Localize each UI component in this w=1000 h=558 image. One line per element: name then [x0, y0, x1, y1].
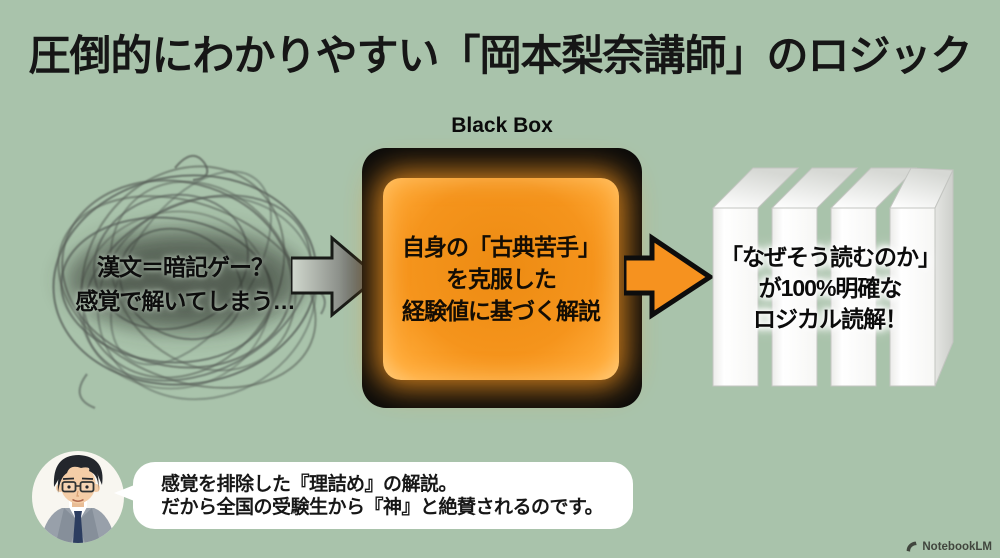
books-stack-icon: [711, 167, 954, 387]
arrow-right-orange-icon: [624, 233, 715, 320]
black-box-line-2: を克服した: [446, 266, 557, 292]
problem-text: 漢文＝暗記ゲー？ 感覚で解いてしまう…: [35, 250, 335, 318]
speech-line-1: 感覚を排除した『理詰め』の解説。: [161, 474, 458, 495]
scribble-doodle-icon: [52, 154, 326, 410]
problem-line-1: 漢文＝暗記ゲー？: [97, 254, 274, 280]
watermark: NotebookLM: [905, 540, 992, 553]
speech-bubble: 感覚を排除した『理詰め』の解説。 だから全国の受験生から『神』と絶賛されるのです…: [133, 462, 633, 529]
black-box-inner-panel: 自身の「古典苦手」 を克服した 経験値に基づく解説: [383, 178, 619, 380]
arrow-right-gray-icon: [291, 234, 381, 319]
outcome-line-2: が100%明確な: [758, 275, 903, 301]
teacher-avatar: [32, 451, 124, 543]
outcome-line-1: 「なぜそう読むのか」: [720, 244, 941, 270]
page-title: 圧倒的にわかりやすい「岡本梨奈講師」のロジック: [28, 32, 972, 79]
outcome-text: 「なぜそう読むのか」 が100%明確な ロジカル読解！: [704, 242, 956, 335]
speech-line-2: だから全国の受験生から『神』と絶賛されるのです。: [161, 497, 604, 518]
black-box: 自身の「古典苦手」 を克服した 経験値に基づく解説: [362, 148, 642, 408]
black-box-label: Black Box: [451, 114, 553, 137]
black-box-line-1: 自身の「古典苦手」: [402, 234, 601, 260]
outcome-line-3: ロジカル読解！: [753, 306, 908, 332]
black-box-line-3: 経験値に基づく解説: [402, 298, 601, 324]
problem-line-2: 感覚で解いてしまう…: [75, 288, 295, 314]
watermark-label: NotebookLM: [922, 540, 992, 553]
notebooklm-logo-icon: [906, 541, 918, 552]
